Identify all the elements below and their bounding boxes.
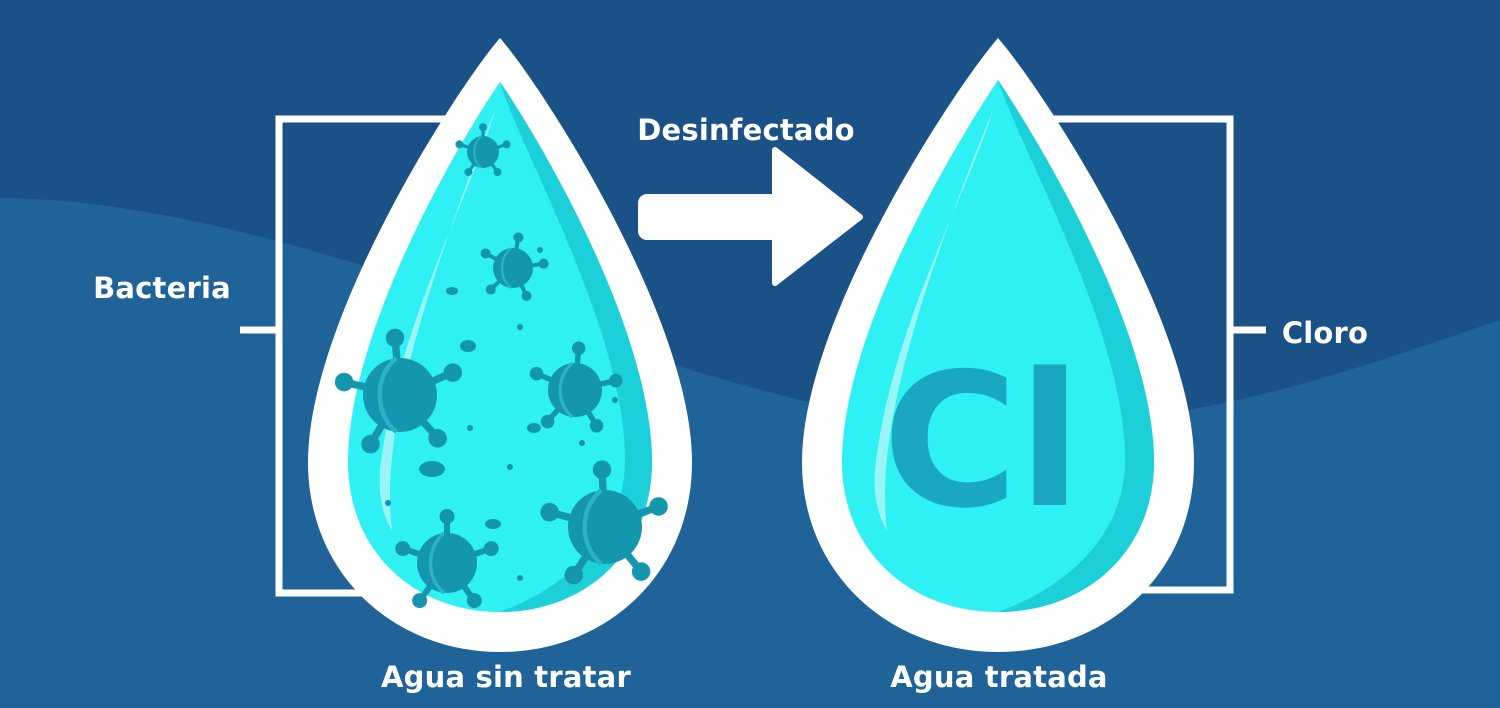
bacteria-label: Bacteria (93, 271, 231, 305)
chlorine-symbol: Cl (882, 333, 1081, 549)
speck (579, 440, 585, 446)
speck (537, 247, 543, 253)
bacteria-icon (529, 341, 623, 433)
bacteria-icon (480, 232, 549, 301)
speck (467, 425, 473, 431)
bacteria-icon (455, 123, 511, 177)
speck (385, 500, 391, 506)
bacteria-group (334, 123, 668, 609)
arrow-right-icon (638, 147, 863, 286)
speck (612, 397, 618, 403)
untreated-water-caption: Agua sin tratar (381, 660, 631, 694)
chlorine-bracket (1050, 115, 1266, 594)
speck (460, 340, 476, 352)
speck (419, 461, 445, 477)
speck (517, 575, 523, 581)
treated-water-drop-icon: Cl (802, 38, 1194, 652)
speck (517, 324, 523, 330)
bacteria-icon (334, 328, 463, 454)
process-label: Desinfectado (637, 113, 855, 147)
treated-water-caption: Agua tratada (890, 660, 1108, 694)
speck (507, 464, 513, 470)
bacteria-bracket (240, 115, 455, 597)
bacteria-icon (395, 509, 499, 609)
untreated-water-drop-icon (308, 38, 692, 652)
speck (527, 423, 541, 433)
chlorine-label: Cloro (1281, 316, 1369, 350)
speck (446, 287, 458, 295)
speck (485, 519, 501, 529)
bacteria-icon (540, 460, 668, 585)
